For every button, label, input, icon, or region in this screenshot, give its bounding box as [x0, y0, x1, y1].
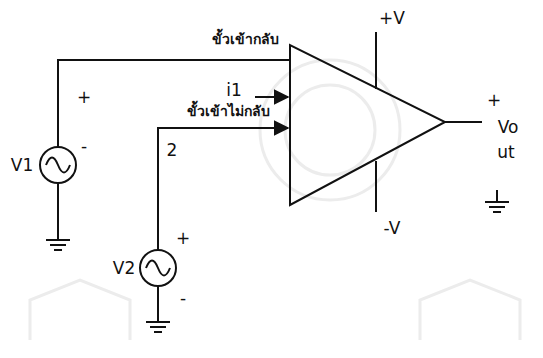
supply-wire: [375, 32, 377, 89]
source-name: V2: [113, 259, 135, 278]
sine-symbol: [146, 261, 170, 276]
polarity-mark: +: [176, 229, 190, 248]
signal-name: Vo: [498, 118, 519, 137]
supply-wire: [375, 161, 377, 212]
current-arrow: [255, 96, 288, 98]
polarity-mark: +: [77, 88, 91, 107]
signal-name: ut: [497, 143, 514, 162]
polarity-mark: +: [487, 91, 501, 110]
sine-symbol: [46, 158, 70, 173]
ground-wire: [157, 286, 159, 322]
polarity-mark: -: [180, 289, 186, 308]
pin-name: ขั้วเข้าไม่กลับ: [187, 104, 270, 119]
polarity-mark: -: [81, 137, 87, 156]
supply-label: +V: [379, 9, 405, 28]
ground-symbol: [46, 190, 509, 332]
ac-source-symbol: [40, 147, 76, 183]
input-wire: [158, 128, 288, 250]
source-name: V1: [11, 156, 33, 175]
ac-source-symbol: [140, 250, 176, 286]
pin-number: 2: [167, 141, 178, 160]
opamp-symbol: [290, 45, 445, 205]
pin-name: ขั้วเข้ากลับ: [212, 32, 279, 47]
watermark: [30, 60, 520, 340]
current-label: i1: [226, 81, 242, 100]
ground-wire: [57, 183, 59, 240]
output-wire: [445, 121, 482, 123]
input-wire: [58, 60, 290, 147]
supply-label: -V: [384, 219, 401, 238]
